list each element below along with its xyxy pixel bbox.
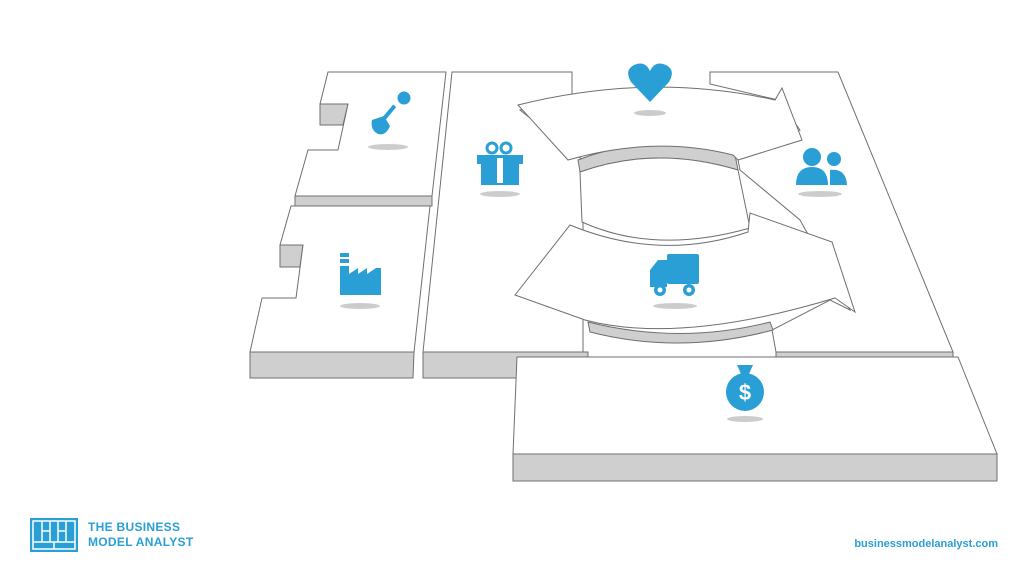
users-icon <box>796 148 847 197</box>
shovel-icon <box>368 91 411 150</box>
brand-line-2: MODEL ANALYST <box>88 535 194 549</box>
customer-relationships-arrow <box>517 86 803 161</box>
website-link[interactable]: businessmodelanalyst.com <box>854 538 998 550</box>
gift-icon <box>477 141 523 197</box>
truck-icon <box>650 254 699 309</box>
brand-name: THE BUSINESS MODEL ANALYST <box>88 520 193 550</box>
center-tile <box>577 143 751 241</box>
brand-logo: THE BUSINESS MODEL ANALYST <box>30 518 193 552</box>
money-bag-icon: $ <box>726 365 764 422</box>
block-key-activities <box>294 71 447 207</box>
svg-text:$: $ <box>739 380 751 405</box>
canvas-logo-icon <box>30 518 78 552</box>
heart-icon <box>628 63 672 116</box>
factory-icon <box>340 253 381 309</box>
brand-line-1: THE BUSINESS <box>88 520 181 534</box>
